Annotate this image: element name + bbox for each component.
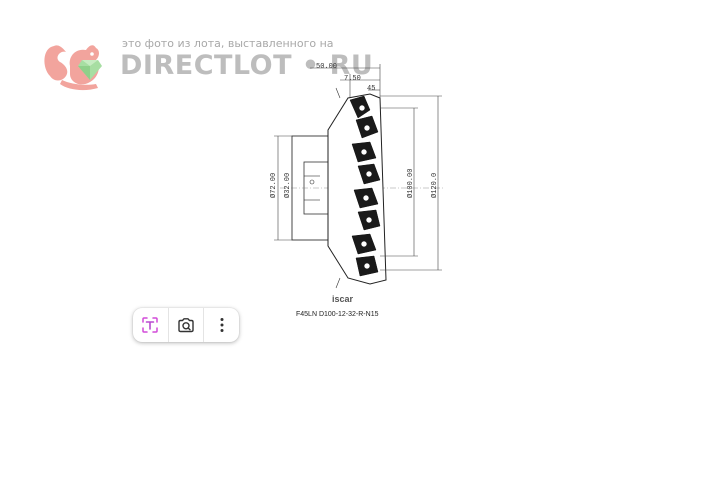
dim-dia-right-inner: Ø100.00 [406, 169, 415, 198]
dim-dia-left-outer: Ø72.00 [269, 173, 278, 198]
cutter-technical-drawing: 50.00 7.50 45 Ø72.00 Ø32.00 [269, 63, 445, 318]
dim-top-mid: 7.50 [344, 75, 361, 83]
dim-dia-right-outer: Ø120.0 [430, 173, 439, 198]
part-number: F45LN D100-12-32-R-N15 [296, 311, 379, 318]
camera-search-icon [178, 318, 194, 333]
image-action-toolbar [133, 308, 239, 342]
dim-angle: 45 [367, 85, 375, 93]
text-select-button[interactable] [133, 308, 169, 342]
text-select-icon [142, 317, 159, 333]
squirrel-logo-icon [44, 45, 102, 91]
dim-dia-left-inner: Ø32.00 [283, 173, 292, 198]
more-options-button[interactable] [204, 308, 239, 342]
directlot-watermark: это фото из лота, выставленного на DIREC… [40, 36, 373, 96]
dim-top-overall: 50.00 [316, 63, 337, 71]
more-vertical-icon [220, 318, 224, 332]
manufacturer-logo: iscar [332, 294, 354, 304]
watermark-brand: DIRECTLOT • RU [120, 50, 374, 81]
visual-search-button[interactable] [169, 308, 205, 342]
watermark-caption: это фото из лота, выставленного на [122, 37, 334, 50]
